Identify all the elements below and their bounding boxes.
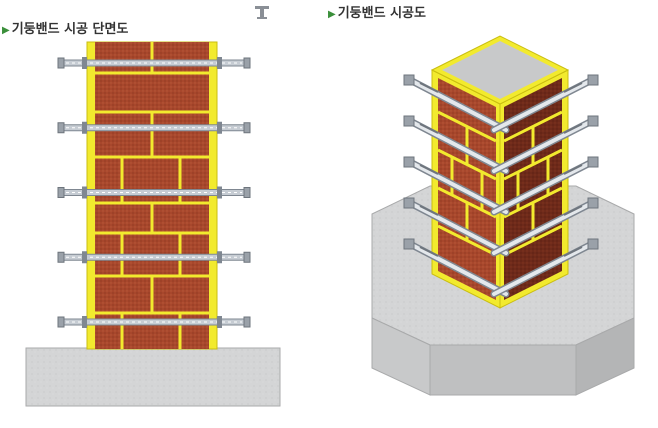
- construction-band: [403, 115, 599, 175]
- construction-band: [403, 74, 599, 134]
- section-band: [57, 251, 251, 264]
- octagonal-base-side-right: [575, 317, 635, 396]
- construction-bands: [403, 74, 599, 298]
- section-band: [57, 57, 251, 69]
- section-view-caption: ▶기둥밴드 시공 단면도: [2, 22, 128, 39]
- construction-view: [371, 35, 635, 396]
- construction-band: [403, 238, 599, 298]
- construction-view-caption: ▶기둥밴드 시공도: [328, 6, 426, 23]
- section-band: [57, 121, 251, 134]
- octagonal-base-side-front: [429, 344, 577, 396]
- t-bracket-icon: [255, 6, 269, 19]
- column-top: [442, 41, 558, 99]
- mortar-joints: [95, 42, 209, 349]
- section-bands: [57, 57, 251, 328]
- section-view: [25, 41, 281, 407]
- construction-band: [403, 197, 599, 257]
- triangle-right-icon: ▶: [328, 9, 336, 20]
- triangle-right-icon: ▶: [2, 25, 10, 36]
- footing-base: [25, 347, 281, 407]
- construction-band: [403, 156, 599, 216]
- mortar-joints-3d: [437, 110, 563, 257]
- section-band: [57, 316, 251, 328]
- section-view-caption-text: 기둥밴드 시공 단면도: [11, 22, 129, 37]
- section-band: [57, 186, 251, 199]
- construction-view-caption-text: 기둥밴드 시공도: [337, 6, 426, 21]
